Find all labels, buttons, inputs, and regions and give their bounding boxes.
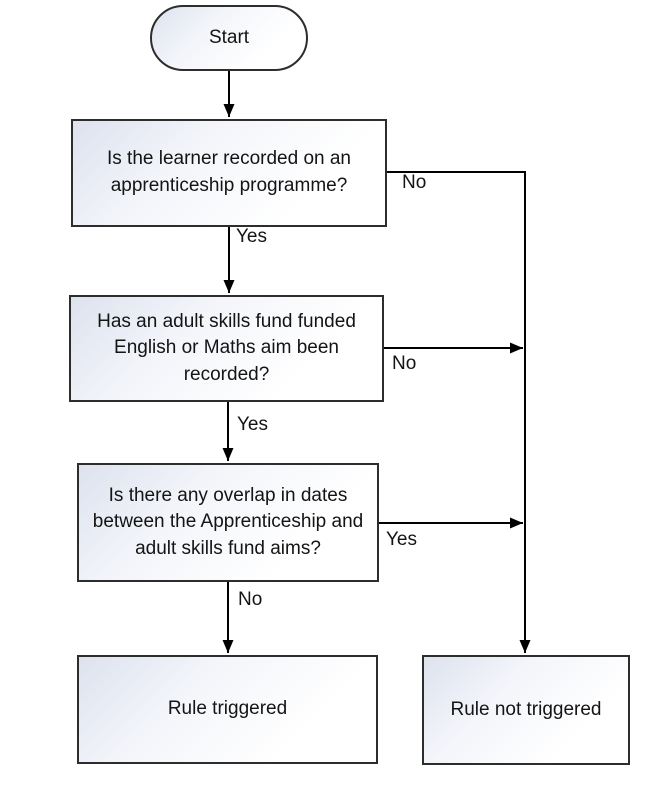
decision-apprenticeship-programme-box: Is the learner recorded on an apprentice… [71,119,387,227]
edge-label-q1-yes: Yes [236,226,267,247]
rule-not-triggered-box: Rule not triggered [422,655,630,765]
rule-not-triggered-label: Rule not triggered [450,698,602,720]
decision-apprenticeship-programme-label: Is the learner recorded on an apprentice… [107,148,351,196]
rule-triggered-box: Rule triggered [77,655,378,764]
edge-label-q1-no: No [402,172,427,193]
edge-label-q2-no: No [392,353,417,374]
edge-label-q3-yes: Yes [386,529,417,550]
start-node: Start [150,5,308,71]
decision-date-overlap-box: Is there any overlap in dates between th… [77,463,379,582]
decision-asf-english-maths-label: Has an adult skills fund funded English … [97,310,356,385]
connector-q1-no-to-rule-not-triggered [387,171,531,653]
decision-asf-english-maths-box: Has an adult skills fund funded English … [69,295,384,402]
edge-label-q3-no: No [238,589,263,610]
edge-label-q2-yes: Yes [237,414,268,435]
rule-triggered-label: Rule triggered [167,698,288,720]
decision-date-overlap-label: Is there any overlap in dates between th… [92,484,364,559]
start-node-label: Start [208,26,250,48]
